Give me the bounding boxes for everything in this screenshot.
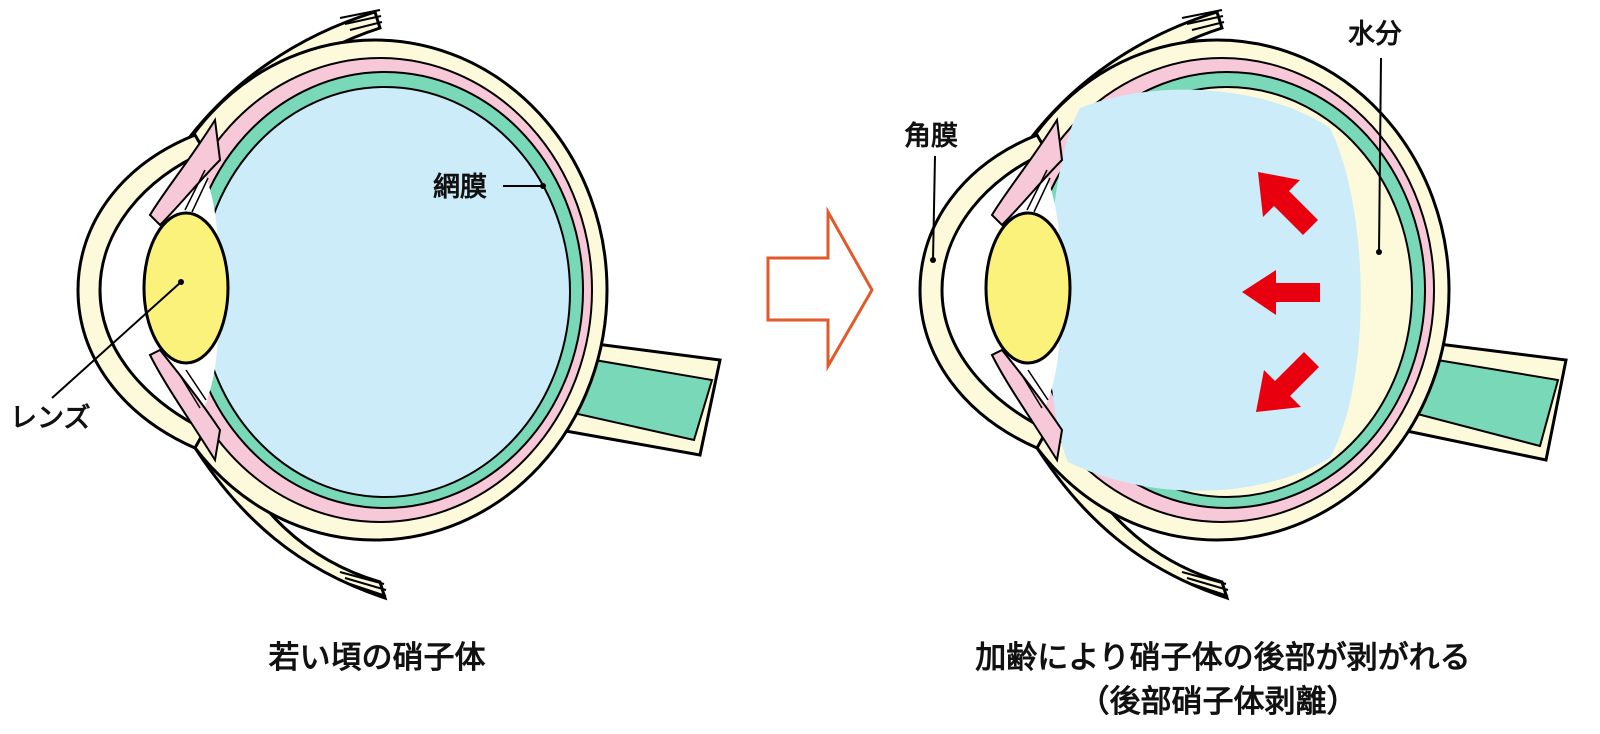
lens-label: レンズ (10, 402, 90, 434)
iris-lower (148, 348, 222, 463)
cornea-label: 角膜 (904, 120, 958, 152)
cornea-aged (918, 133, 1050, 450)
lens-leader (51, 281, 182, 399)
retina-label: 網膜 (433, 171, 487, 203)
vitreous-body (199, 86, 571, 498)
iris-upper (148, 117, 222, 227)
cornea (76, 133, 208, 450)
transition-arrow (766, 206, 874, 372)
lens-aged (984, 211, 1072, 365)
eye-young: レンズ 網膜 (10, 9, 722, 601)
caption-aged-line1: 加齢により硝子体の後部が剥がれる (975, 640, 1470, 676)
eye-aged: 角膜 水分 (904, 9, 1568, 601)
arrow-lower-left (1256, 352, 1319, 412)
water-label: 水分 (1348, 19, 1402, 50)
arrow-left (1242, 270, 1320, 315)
lens (142, 211, 230, 365)
iris-upper-aged (990, 117, 1064, 227)
cornea-leader (932, 155, 936, 261)
water-leader (1378, 57, 1382, 253)
caption-young: 若い頃の硝子体 (269, 640, 486, 676)
arrow-upper-left (1258, 172, 1318, 235)
caption-aged-line2: （後部硝子体剥離） (1079, 684, 1358, 720)
iris-lower-aged (990, 348, 1064, 463)
